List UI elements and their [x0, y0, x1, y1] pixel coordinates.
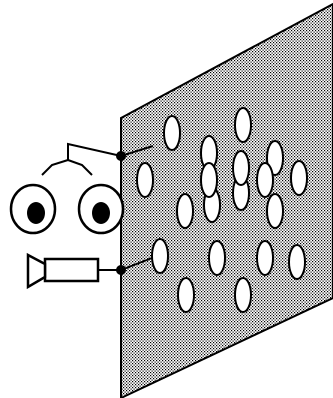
panel-hole	[257, 241, 273, 275]
panel-hole	[164, 116, 180, 150]
camera-lens	[28, 255, 45, 287]
left-pupil	[27, 202, 45, 224]
panel-hole	[201, 163, 217, 197]
panel-hole	[291, 161, 307, 195]
panel-hole	[233, 151, 249, 185]
panel-hole	[178, 278, 194, 312]
panel-hole	[235, 108, 251, 142]
panel-hole	[235, 278, 251, 312]
right-pupil	[92, 202, 110, 224]
panel-hole	[152, 239, 168, 273]
eye-wire-node	[117, 152, 125, 160]
panel-hole	[289, 245, 305, 279]
panel-hole	[177, 194, 193, 228]
panel-hole	[257, 163, 273, 197]
camera-body	[45, 259, 98, 281]
eye-to-brow-left	[42, 160, 68, 175]
panel-surface	[121, 4, 333, 398]
panel-hole	[209, 241, 225, 275]
camera-icon	[28, 255, 98, 287]
camera-wire-node	[117, 266, 125, 274]
eye-to-brow-right	[68, 160, 92, 175]
panel-hole	[267, 194, 283, 228]
panel-hole	[137, 163, 153, 197]
eyes-icon	[11, 185, 123, 233]
perforated-panel	[121, 4, 333, 398]
